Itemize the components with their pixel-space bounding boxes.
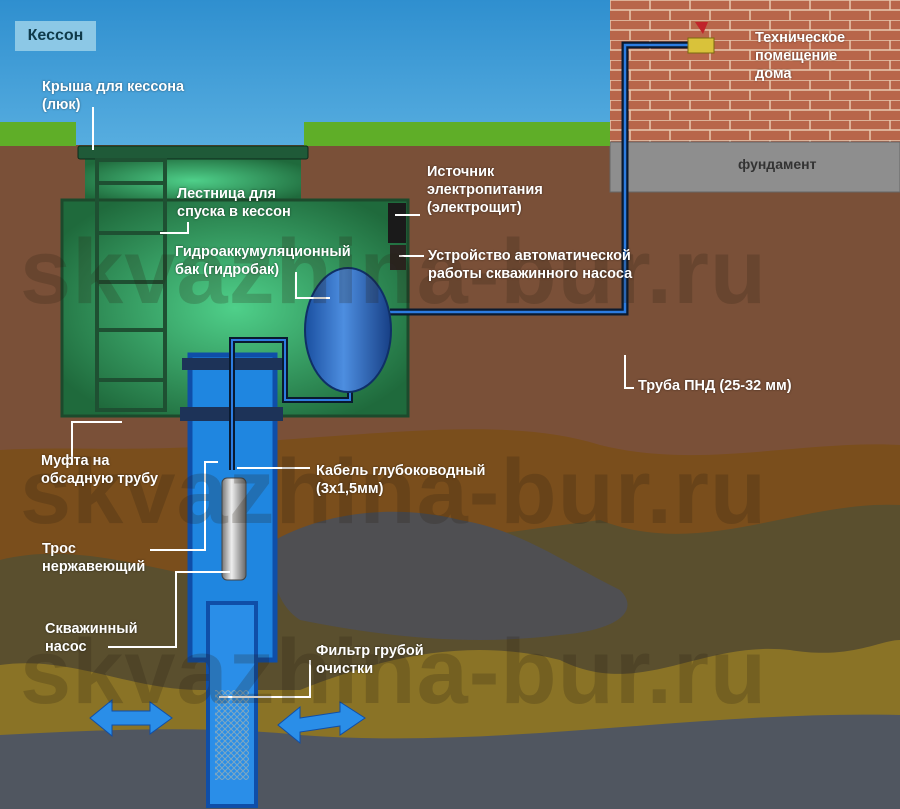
valve <box>687 37 715 54</box>
electrical-panel <box>388 203 406 243</box>
brick-wall <box>610 0 900 142</box>
grass-right <box>304 122 610 146</box>
grass-left <box>0 122 76 146</box>
leader-lines <box>71 107 634 698</box>
submersible-pump <box>221 477 247 581</box>
watermark: skvazhina-bur.ru <box>20 441 768 543</box>
ladder <box>95 158 167 412</box>
label-foundation: фундамент <box>738 156 817 172</box>
caisson-pit <box>85 158 301 203</box>
automation-unit <box>390 245 406 270</box>
inflow-arrow-right-icon <box>277 701 366 745</box>
watermark: skvazhina-bur.ru <box>20 621 768 723</box>
valve-handle <box>695 22 708 34</box>
filter-mesh <box>215 690 249 780</box>
caisson-roof <box>77 145 309 160</box>
foundation <box>609 141 900 193</box>
pnd-pipe-inner <box>390 43 690 314</box>
rock-layer <box>272 511 628 640</box>
hose-to-tank-inner <box>231 339 351 470</box>
watermark: skvazhina-bur.ru <box>20 221 768 323</box>
label-pipe: Труба ПНД (25-32 мм) <box>638 378 792 394</box>
label-roof: Крыша для кессона(люк) <box>42 79 185 113</box>
label-cable: Кабель глубоководный(3х1,5мм) <box>316 463 486 497</box>
inflow-arrow-left-icon <box>89 698 173 738</box>
page-title: Кессон <box>15 21 96 51</box>
